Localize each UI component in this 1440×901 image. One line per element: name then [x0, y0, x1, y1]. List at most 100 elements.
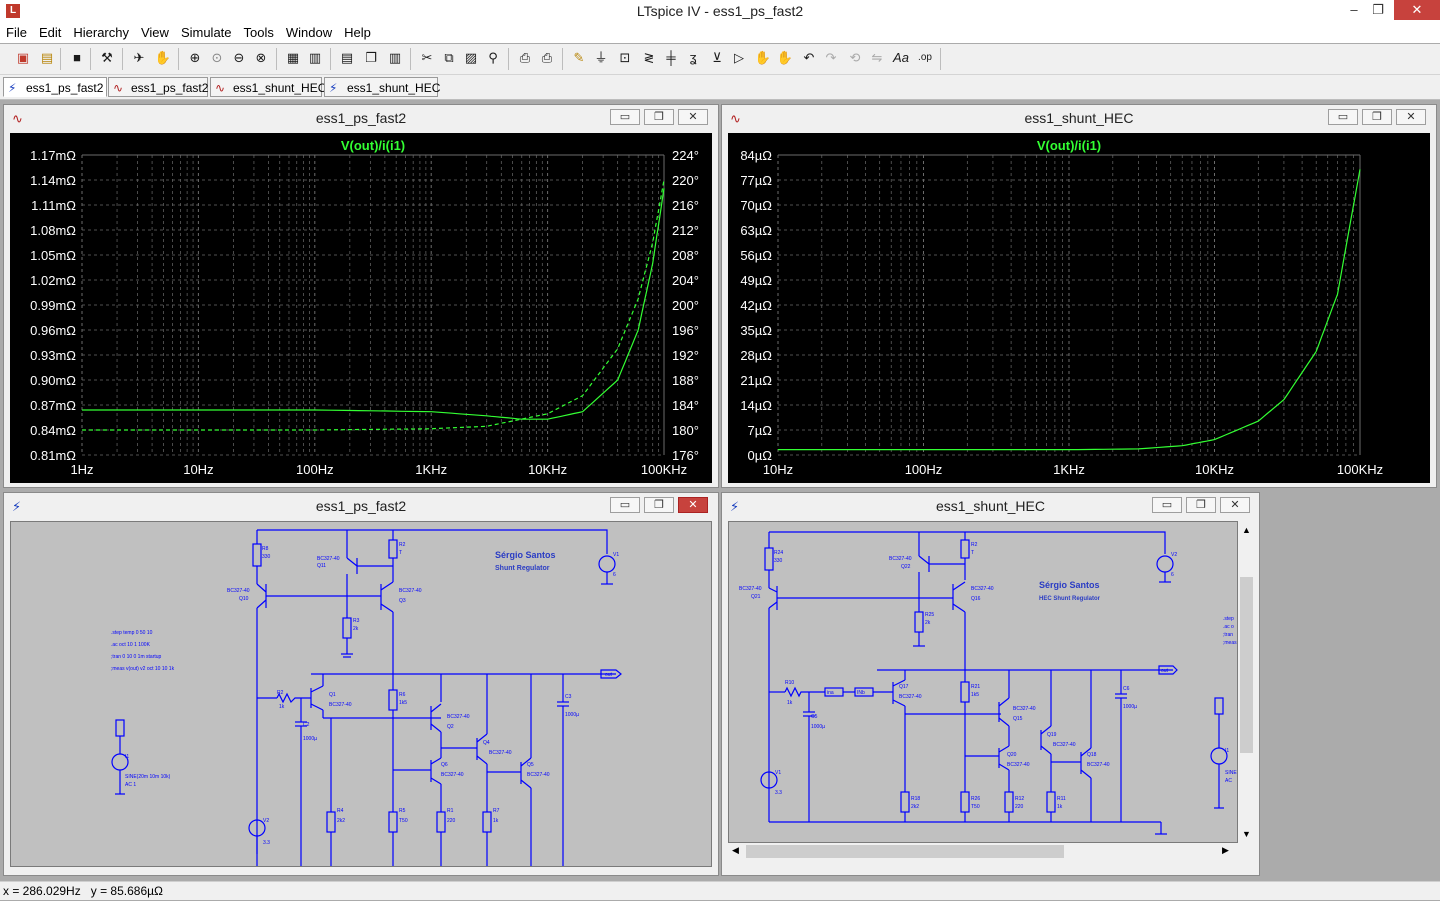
tile-vertical-icon[interactable]: ▥: [388, 50, 402, 65]
child-restore-icon[interactable]: ❐: [644, 109, 674, 125]
svg-text:R11: R11: [1057, 796, 1066, 802]
copy-icon[interactable]: ⧉: [444, 50, 454, 65]
open-icon[interactable]: ▤: [40, 50, 54, 65]
ltspice-logo-icon[interactable]: L: [6, 4, 20, 18]
spice-directive-step[interactable]: .step: [1223, 616, 1234, 622]
scrollbar-thumb[interactable]: [1240, 577, 1253, 753]
ground-icon[interactable]: ⏚: [594, 50, 608, 65]
tab-ess1-shunt-hec-waveform[interactable]: ∿ess1_shunt_HEC: [210, 77, 326, 97]
rotate-icon[interactable]: ⟲: [849, 50, 861, 65]
component-icon[interactable]: ▷: [734, 50, 744, 65]
menu-tools[interactable]: Tools: [243, 25, 274, 40]
impedance-plot-1[interactable]: 0.81mΩ0.84mΩ0.87mΩ0.90mΩ0.93mΩ0.96mΩ0.99…: [10, 133, 712, 483]
spice-directive-step[interactable]: .step temp 0 50 10: [111, 630, 153, 636]
menu-hierarchy[interactable]: Hierarchy: [73, 25, 129, 40]
scroll-right-icon[interactable]: ▶: [1222, 845, 1229, 855]
child-close-icon[interactable]: ✕: [678, 109, 708, 125]
child-minimize-icon[interactable]: ▭: [1152, 497, 1182, 513]
child-close-icon[interactable]: ✕: [1396, 109, 1426, 125]
label-net-icon[interactable]: ⊡: [619, 50, 631, 65]
mirror-icon[interactable]: ⇋: [871, 50, 883, 65]
svg-text:R26: R26: [971, 796, 980, 802]
spice-comment-tran[interactable]: ;tran 0 10 0 1m startup: [111, 654, 162, 660]
control-panel-icon[interactable]: ⚒: [101, 50, 113, 65]
find-icon[interactable]: ⚲: [488, 50, 498, 65]
child-close-icon[interactable]: ✕: [1220, 497, 1250, 513]
autorange-icon[interactable]: ▦: [286, 50, 300, 65]
svg-text:R5: R5: [399, 808, 406, 814]
y2-tick-label: 196°: [672, 323, 699, 338]
impedance-plot-2[interactable]: 0µΩ7µΩ14µΩ21µΩ28µΩ35µΩ42µΩ49µΩ56µΩ63µΩ70…: [728, 133, 1430, 483]
scroll-down-icon[interactable]: ▼: [1242, 829, 1251, 839]
spice-comment-meas[interactable]: ;meas: [1223, 640, 1237, 646]
undo-icon[interactable]: ↶: [803, 50, 815, 65]
child-restore-icon[interactable]: ❐: [644, 497, 674, 513]
cascade-icon[interactable]: ❐: [365, 50, 377, 65]
wire-icon[interactable]: ✎: [573, 50, 585, 65]
paste-icon[interactable]: ▨: [464, 50, 478, 65]
zoom-pan-icon[interactable]: ⊙: [211, 50, 223, 65]
spice-directive-icon[interactable]: .op: [918, 52, 932, 63]
inductor-icon[interactable]: ʓ: [689, 50, 697, 65]
tab-ess1-ps-fast2-schematic[interactable]: ⚡ess1_ps_fast2: [3, 77, 107, 97]
zoom-out-icon[interactable]: ⊖: [233, 50, 245, 65]
scroll-left-icon[interactable]: ◀: [732, 845, 739, 855]
menu-file[interactable]: File: [6, 25, 27, 40]
resistor-icon[interactable]: ≷: [643, 50, 655, 65]
spice-comment-meas[interactable]: ;meas v(out) v2 oct 10 10 1k: [111, 666, 175, 672]
tile-horizontal-icon[interactable]: ▥: [308, 50, 322, 65]
print-preview-icon[interactable]: ⎙: [519, 50, 531, 65]
schematic-window-title: ess1_shunt_HEC: [936, 498, 1045, 514]
menu-edit[interactable]: Edit: [38, 25, 62, 40]
child-restore-icon[interactable]: ❐: [1186, 497, 1216, 513]
redo-icon[interactable]: ↷: [825, 50, 837, 65]
menu-window[interactable]: Window: [285, 25, 333, 40]
vertical-scrollbar[interactable]: ▲ ▼: [1238, 521, 1255, 843]
spice-directive-ac[interactable]: .ac o: [1223, 624, 1234, 630]
run-icon[interactable]: ✈: [133, 50, 145, 65]
save-icon[interactable]: ■: [73, 50, 81, 65]
text-icon[interactable]: Aa: [893, 50, 909, 65]
menu-simulate[interactable]: Simulate: [180, 25, 232, 40]
scrollbar-thumb[interactable]: [746, 845, 1064, 858]
child-close-icon[interactable]: ✕: [678, 497, 708, 513]
move-icon[interactable]: ✋: [754, 50, 772, 65]
plot-window-title: ess1_shunt_HEC: [1024, 110, 1134, 126]
scroll-up-icon[interactable]: ▲: [1242, 525, 1251, 535]
diode-icon[interactable]: ⊻: [712, 50, 722, 65]
halt-icon[interactable]: ✋: [154, 50, 172, 65]
tile-horizontal-icon[interactable]: ▤: [340, 50, 354, 65]
child-restore-icon[interactable]: ❐: [1362, 109, 1392, 125]
tab-ess1-shunt-hec-schematic[interactable]: ⚡ess1_shunt_HEC: [324, 77, 440, 97]
zoom-in-icon[interactable]: ⊕: [189, 50, 201, 65]
spice-directive-ac[interactable]: .ac oct 10 1 100K: [111, 642, 151, 648]
svg-text:R18: R18: [911, 796, 920, 802]
x-tick-label: 100Hz: [905, 462, 943, 477]
spice-comment-tran[interactable]: ;tran: [1223, 632, 1233, 638]
close-icon[interactable]: ✕: [1394, 0, 1440, 20]
svg-text:Q16: Q16: [971, 596, 981, 602]
zoom-fit-icon[interactable]: ⊗: [255, 50, 267, 65]
restore-icon[interactable]: ❐: [1372, 2, 1384, 17]
menu-help[interactable]: Help: [344, 25, 371, 40]
source-ac: AC: [1225, 778, 1232, 784]
cut-icon[interactable]: ✂: [421, 50, 433, 65]
menu-view[interactable]: View: [140, 25, 169, 40]
child-minimize-icon[interactable]: ▭: [1328, 109, 1358, 125]
minimize-icon[interactable]: –: [1350, 2, 1358, 17]
drag-icon[interactable]: ✋: [776, 50, 794, 65]
tab-ess1-ps-fast2-waveform[interactable]: ∿ess1_ps_fast2: [108, 77, 208, 97]
child-minimize-icon[interactable]: ▭: [610, 497, 640, 513]
new-schematic-icon[interactable]: ▣: [16, 50, 30, 65]
print-icon[interactable]: ⎙: [541, 50, 553, 65]
horizontal-scrollbar[interactable]: ◀ ▶: [728, 843, 1238, 860]
child-minimize-icon[interactable]: ▭: [610, 109, 640, 125]
capacitor-icon[interactable]: ╪: [666, 50, 676, 65]
author-text: Sérgio Santos: [1039, 580, 1100, 590]
